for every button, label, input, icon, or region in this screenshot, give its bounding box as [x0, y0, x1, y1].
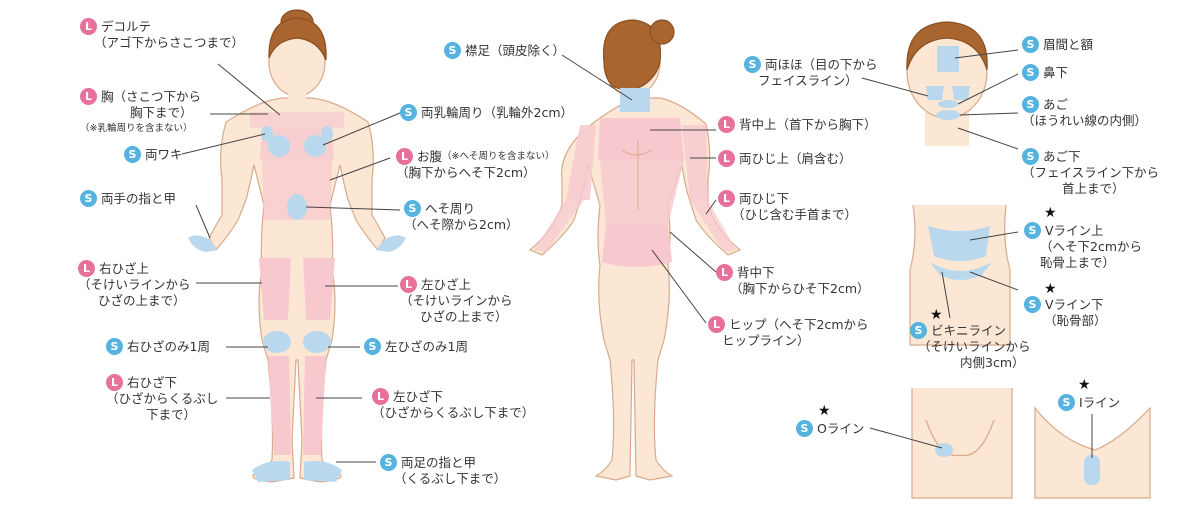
star-icon: ★: [1078, 377, 1091, 393]
face-detail: [906, 21, 988, 146]
large-zone-badge: L: [400, 276, 417, 293]
small-zone-badge: S: [1022, 96, 1039, 113]
v-line-detail: [909, 204, 1011, 346]
large-zone-badge: L: [718, 116, 735, 133]
small-zone-badge: S: [80, 190, 97, 207]
small-zone-badge: S: [380, 454, 397, 471]
large-zone-badge: L: [80, 88, 97, 105]
star-icon: ★: [818, 403, 831, 419]
small-zone-badge: S: [1022, 36, 1039, 53]
small-zone-badge: S: [1024, 296, 1041, 313]
large-zone-badge: L: [718, 150, 735, 167]
small-zone-badge: S: [1058, 394, 1075, 411]
large-zone-badge: L: [372, 388, 389, 405]
small-zone-badge: S: [1022, 148, 1039, 165]
front-figure: [208, 9, 386, 483]
small-zone-badge: S: [404, 200, 421, 217]
large-zone-badge: L: [78, 260, 95, 277]
small-zone-badge: S: [744, 56, 761, 73]
small-zone-badge: S: [400, 104, 417, 121]
small-zone-badge: S: [796, 420, 813, 437]
star-icon: ★: [1044, 281, 1057, 297]
star-icon: ★: [930, 307, 943, 323]
large-zone-badge: L: [718, 190, 735, 207]
small-zone-badge: S: [364, 338, 381, 355]
large-zone-badge: L: [396, 148, 413, 165]
o-line-detail: [911, 388, 1013, 499]
small-zone-badge: S: [106, 338, 123, 355]
back-zones: [534, 88, 736, 267]
small-zone-badge: S: [1022, 64, 1039, 81]
large-zone-badge: L: [716, 264, 733, 281]
star-icon: ★: [1044, 205, 1057, 221]
leader-lines: [181, 49, 1093, 463]
front-zones: [188, 112, 406, 482]
small-zone-badge: S: [910, 322, 927, 339]
large-zone-badge: L: [708, 316, 725, 333]
large-zone-badge: L: [80, 18, 97, 35]
small-zone-badge: S: [444, 42, 461, 59]
large-zone-badge: L: [106, 374, 123, 391]
small-zone-badge: S: [124, 146, 141, 163]
small-zone-badge: S: [1024, 222, 1041, 239]
